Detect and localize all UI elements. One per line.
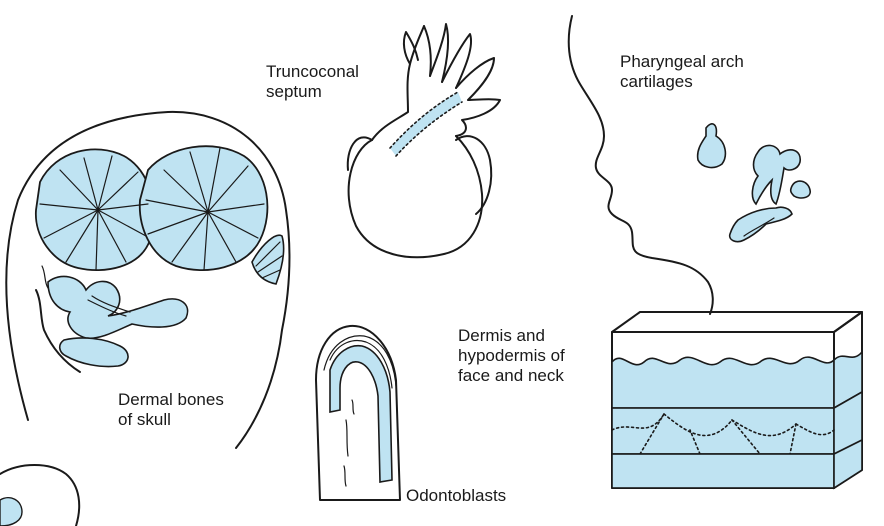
label-truncoconal-septum: Truncoconal septum [266,62,359,102]
label-dermis-hypodermis: Dermis and hypodermis of face and neck [458,326,565,386]
cartilage-small-loop [791,181,811,198]
skin-block-top [612,312,862,332]
heart-body [349,136,483,257]
tooth-illustration [316,326,400,500]
mandible-bone [60,338,128,367]
cartilage-upper [698,124,726,168]
truncoconal-septum-band [390,92,462,156]
label-pharyngeal-arch-cartilages: Pharyngeal arch cartilages [620,52,744,92]
label-odontoblasts: Odontoblasts [406,486,506,506]
partial-illustration-bottom-left [0,465,79,526]
heart-illustration [348,24,500,257]
hypodermis-layer [612,408,834,454]
skin-block-illustration [612,312,862,488]
odontoblast-layer [330,346,392,482]
dermis-layer [612,357,834,408]
label-dermal-bones-of-skull: Dermal bones of skull [118,390,224,430]
cartilage-lower [730,207,792,241]
subcutaneous-layer [612,454,834,488]
